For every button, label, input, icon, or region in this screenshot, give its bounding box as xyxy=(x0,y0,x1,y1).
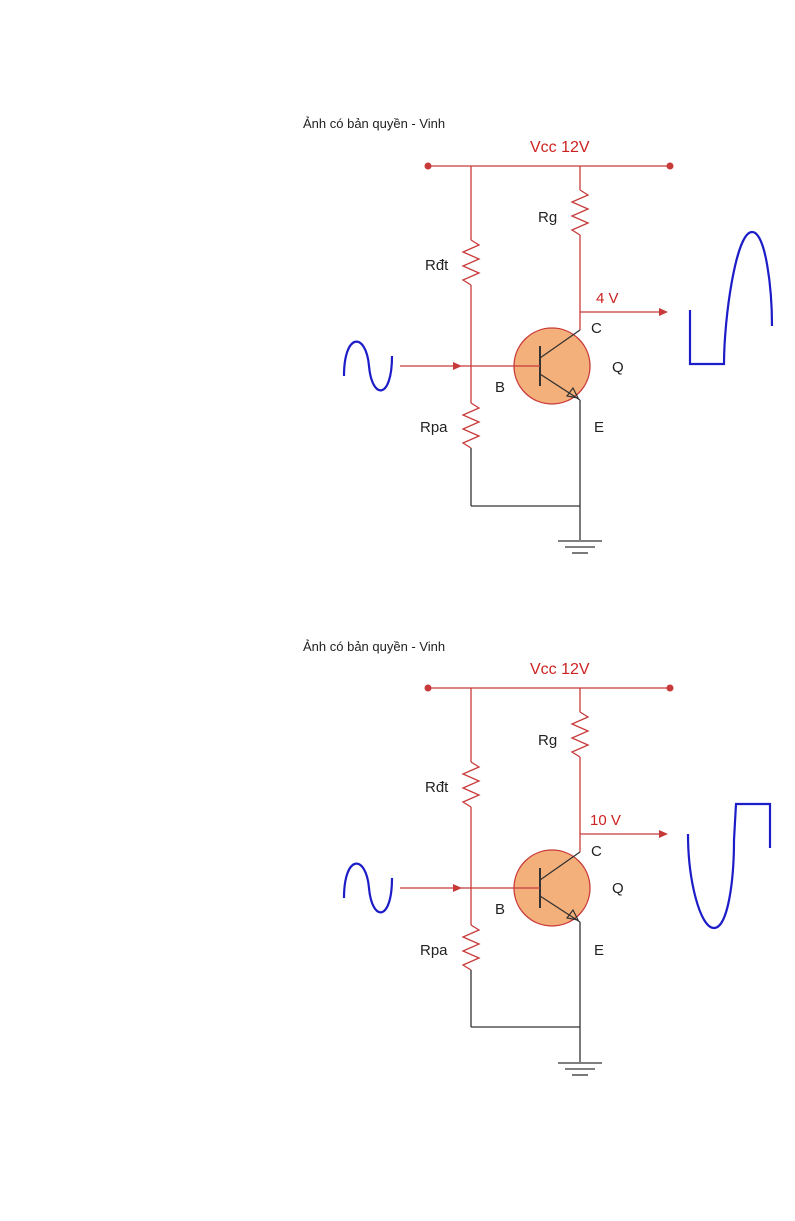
collector-label: C xyxy=(591,320,602,337)
emitter-label: E xyxy=(594,419,604,436)
ground-symbol-icon xyxy=(558,1063,602,1075)
transistor-label: Q xyxy=(612,880,624,897)
copyright-label: Ảnh có bản quyền - Vinh xyxy=(303,639,445,654)
rpa-label: Rpa xyxy=(420,942,448,959)
base-input-arrow-icon xyxy=(453,884,462,892)
output-voltage-label: 10 V xyxy=(590,812,621,829)
vcc-label: Vcc 12V xyxy=(530,139,590,156)
circuit-bottom: Ảnh có bản quyền - Vinh Vcc 12V Rđt Rpa … xyxy=(303,639,770,1075)
rg-label: Rg xyxy=(538,732,557,749)
sine-wave-icon xyxy=(344,342,392,391)
collector-label: C xyxy=(591,843,602,860)
vcc-label: Vcc 12V xyxy=(530,661,590,678)
resistor-rdt xyxy=(463,240,479,285)
clipped-wave-icon xyxy=(688,804,770,928)
copyright-label: Ảnh có bản quyền - Vinh xyxy=(303,116,445,131)
rpa-label: Rpa xyxy=(420,419,448,436)
rdt-label: Rđt xyxy=(425,779,449,796)
resistor-rpa xyxy=(463,403,479,448)
circuit-top: Ảnh có bản quyền - Vinh Vcc 12V Rđt Rpa … xyxy=(303,116,772,553)
vcc-node-right xyxy=(667,685,674,692)
base-label: B xyxy=(495,379,505,396)
sine-wave-icon xyxy=(344,864,392,913)
ground-symbol-icon xyxy=(558,541,602,553)
resistor-rdt xyxy=(463,762,479,807)
vcc-node-right xyxy=(667,163,674,170)
output-arrow-icon xyxy=(659,830,668,838)
base-input-arrow-icon xyxy=(453,362,462,370)
base-label: B xyxy=(495,901,505,918)
vcc-node-left xyxy=(425,685,432,692)
output-arrow-icon xyxy=(659,308,668,316)
emitter-label: E xyxy=(594,942,604,959)
rdt-label: Rđt xyxy=(425,257,449,274)
output-voltage-label: 4 V xyxy=(596,290,619,307)
transistor-label: Q xyxy=(612,359,624,376)
resistor-rpa xyxy=(463,925,479,970)
clipped-wave-icon xyxy=(690,232,772,364)
vcc-node-left xyxy=(425,163,432,170)
resistor-rg xyxy=(572,712,588,757)
rg-label: Rg xyxy=(538,209,557,226)
resistor-rg xyxy=(572,190,588,235)
